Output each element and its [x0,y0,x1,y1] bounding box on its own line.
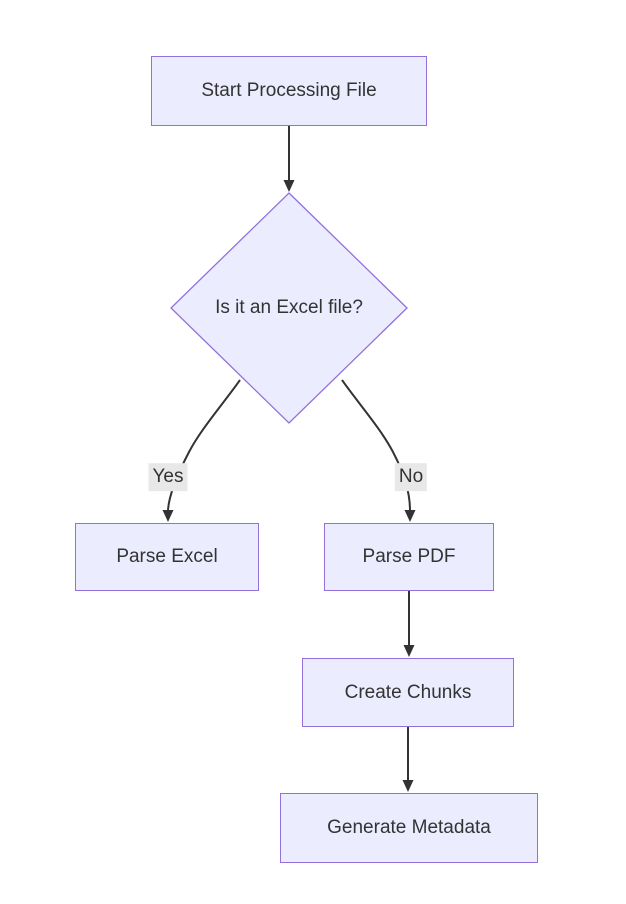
node-create-chunks-label: Create Chunks [344,681,472,703]
node-generate-metadata: Generate Metadata [280,793,538,863]
node-parse-excel-label: Parse Excel [116,546,218,567]
node-create-chunks: Create Chunks [302,658,514,727]
edge-label-yes-text: Yes [152,466,184,488]
arrowhead-start-to-decision [283,180,295,192]
arrowhead-decision-to-parse-excel [162,510,174,522]
edge-label-yes: Yes [148,463,188,491]
edge-label-no-text: No [398,466,424,488]
arrowhead-decision-to-parse-pdf [404,510,416,522]
edge-decision-to-parse-pdf [341,379,411,511]
node-generate-metadata-label: Generate Metadata [327,817,491,838]
node-start: Start Processing File [151,56,427,126]
node-parse-pdf-label: Parse PDF [362,546,456,567]
edge-decision-to-parse-excel [167,379,241,511]
arrowhead-create-chunks-to-generate-metadata [402,780,414,792]
node-parse-excel: Parse Excel [75,523,259,591]
edge-label-no: No [394,463,428,491]
node-parse-pdf: Parse PDF [324,523,494,591]
node-decision-shape [170,192,408,424]
node-start-label: Start Processing File [201,80,377,101]
arrowhead-parse-pdf-to-create-chunks [403,645,415,657]
